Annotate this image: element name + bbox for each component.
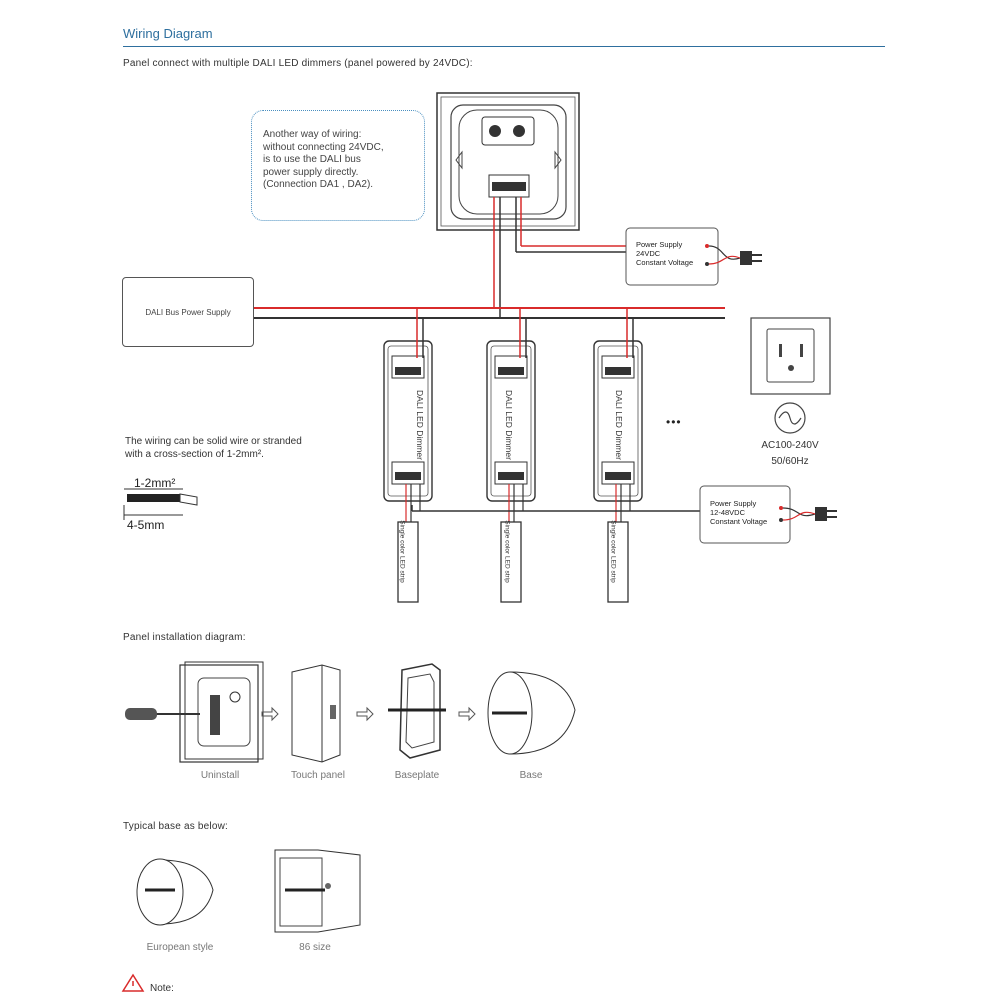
note-line: (Connection DA1 , DA2). [263,179,374,190]
psu-label: Power Supply [636,240,683,249]
power-supply-12-48vdc: Power Supply 12-48VDC Constant Voltage [701,496,767,526]
section-title: Wiring Diagram [123,26,213,41]
wiring-diagram-graphic [123,92,837,603]
wall-outlet [750,317,831,395]
wire-strip-length: 4-5mm [127,518,165,532]
psu-voltage: 24VDC [636,249,661,258]
psu-label: Power Supply [710,499,757,508]
wire-cross-section: 1-2mm² [134,476,176,490]
more-dimmers-ellipsis: ••• [666,415,682,429]
ac-frequency: 50/60Hz [771,456,809,467]
dali-led-dimmer [593,308,643,522]
dimmer-label: DALI LED Dimmer [504,390,514,460]
base-illustration [487,671,576,755]
note-label: Note: [150,983,174,994]
touch-panel-illustration [291,664,341,763]
note-line: without connecting 24VDC, [263,141,384,153]
psu-voltage: 12-48VDC [710,508,746,517]
wiring-note-line: The wiring can be solid wire or stranded [125,436,302,447]
led-strip-label: Single color LED strip [398,520,406,583]
psu-type: Constant Voltage [636,258,694,267]
led-strip [607,521,629,603]
led-strip [500,521,522,603]
step-base: Base [519,770,543,781]
uninstall-illustration [125,661,264,763]
step-baseplate: Baseplate [394,770,440,781]
typical-base-title: Typical base as below: [123,821,229,832]
wall-panel [436,92,580,231]
baseplate-illustration [388,663,446,759]
section-divider [123,46,885,47]
dali-bus-power-supply: DALI Bus Power Supply [122,277,254,347]
note-line: Another way of wiring: [263,129,362,140]
wiring-subtitle: Panel connect with multiple DALI LED dim… [123,58,473,69]
psu-type: Constant Voltage [710,517,768,526]
led-strip-label: Single color LED strip [609,520,617,583]
step-uninstall: Uninstall [200,770,240,781]
dimmer-label: DALI LED Dimmer [614,390,624,460]
dali-led-dimmer [383,308,433,522]
step-touch-panel: Touch panel [291,770,345,781]
installation-graphic [121,661,576,992]
alternative-wiring-note: Another way of wiring: without connectin… [251,110,425,221]
warning-icon [120,975,146,993]
note-line: is to use the DALI bus [263,154,361,165]
dali-led-dimmer [486,308,536,522]
note-line: power supply directly. [263,166,359,178]
dimmer-label: DALI LED Dimmer [415,390,425,460]
base-type-86: 86 size [299,942,331,953]
86-base-illustration [274,849,361,933]
ac-voltage: AC100-240V [761,440,819,451]
wiring-note-line: with a cross-section of 1-2mm². [125,449,264,460]
power-supply-24vdc: Power Supply 24VDC Constant Voltage [627,237,693,267]
installation-title: Panel installation diagram: [123,632,246,643]
european-base-illustration [136,858,214,926]
wiring-note: The wiring can be solid wire or stranded… [125,435,365,461]
led-strip-label: Single color LED strip [503,520,511,583]
led-strip [397,521,419,603]
base-type-european: European style [146,942,214,953]
